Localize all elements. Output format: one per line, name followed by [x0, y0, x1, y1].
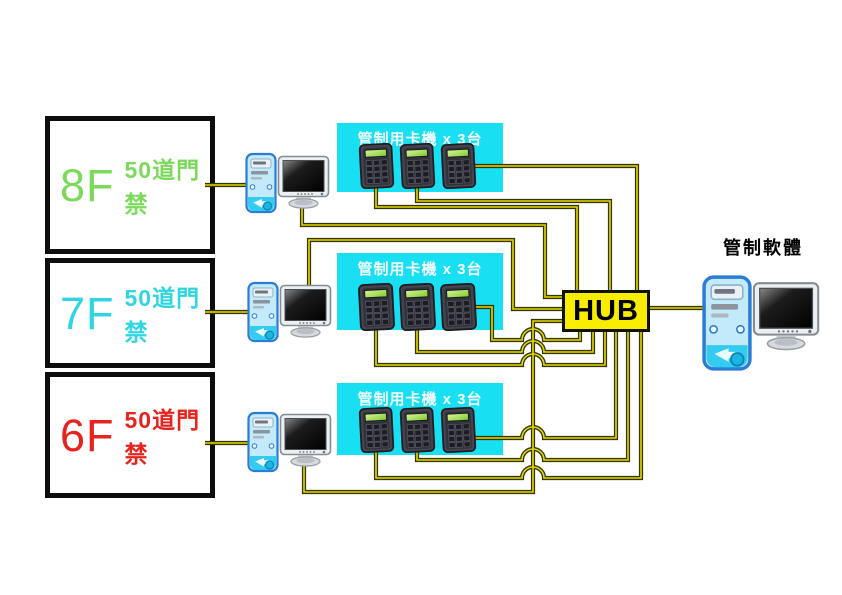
- panel-title: 管制用卡機 x 3台: [357, 261, 483, 278]
- pc-tower-icon: [244, 152, 278, 214]
- cable-pc7-to-hub: [306, 237, 566, 312]
- card-reader-icon: [358, 283, 395, 331]
- hub-label: HUB: [573, 294, 639, 327]
- card-reader-icon: [358, 407, 395, 453]
- cable-reader8-3-to-hub: [472, 163, 640, 294]
- management-pc-monitor-icon: [752, 281, 824, 351]
- hub-box: HUB: [562, 290, 650, 332]
- card-reader-icon: [358, 143, 395, 189]
- card-reader-icon: [440, 407, 477, 453]
- pc-tower-icon: [246, 281, 280, 343]
- card-reader-icon: [440, 143, 477, 189]
- doors-label: 50道門禁: [124, 407, 201, 467]
- floor-label: 7F: [60, 287, 115, 339]
- floor-box-7f: 7F 50道門禁: [45, 258, 215, 368]
- pc-monitor-icon: [279, 413, 335, 467]
- floor-label: 6F: [60, 409, 115, 461]
- card-reader-icon: [399, 407, 436, 453]
- doors-label: 50道門禁: [124, 157, 201, 217]
- panel-title: 管制用卡機 x 3台: [357, 391, 483, 408]
- card-reader-icon: [399, 283, 436, 331]
- doors-label: 50道門禁: [124, 285, 201, 345]
- floor-label: 8F: [60, 159, 115, 211]
- card-reader-icon: [399, 143, 436, 189]
- management-software-label: 管制軟體: [723, 238, 803, 258]
- pc-monitor-icon: [279, 284, 335, 338]
- card-reader-icon: [440, 283, 477, 331]
- floor-box-6f: 6F 50道門禁: [45, 372, 215, 498]
- pc-tower-icon: [246, 411, 280, 473]
- pc-monitor-icon: [277, 155, 333, 209]
- management-pc-tower-icon: [700, 274, 754, 372]
